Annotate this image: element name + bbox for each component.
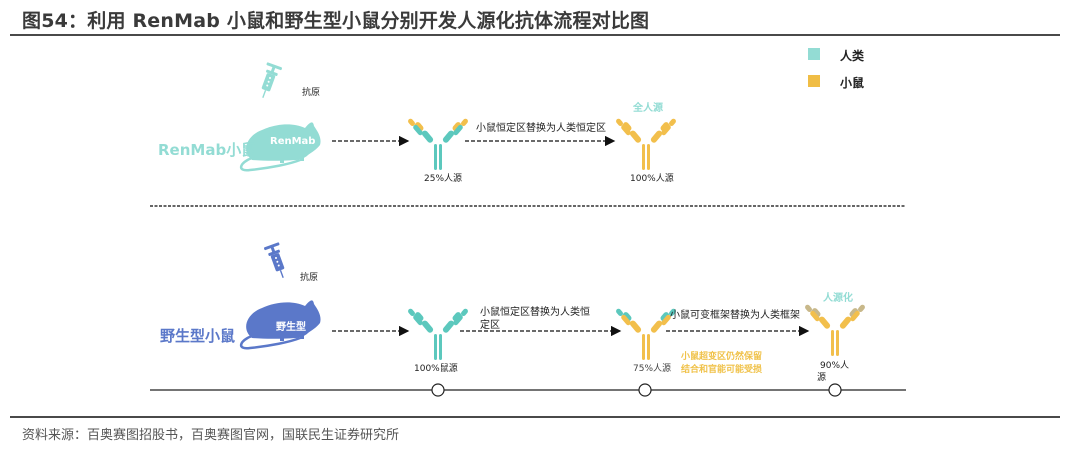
syringe-icon-wildtype <box>263 242 285 278</box>
row-label-wildtype: 野生型小鼠 <box>160 327 236 345</box>
row-label-renmab: RenMab小鼠 <box>158 141 257 159</box>
antibody-label-renmab-25: 25%人源 <box>424 174 463 184</box>
arrow-label-wildtype-2-line2: 定区 <box>480 320 500 331</box>
final-tag-renmab: 全人源 <box>633 103 663 114</box>
figure-title: 图54：利用 RenMab 小鼠和野生型小鼠分别开发人源化抗体流程对比图 <box>22 10 650 32</box>
antibody-icon-renmab-100 <box>616 118 676 170</box>
title-divider <box>10 34 1060 36</box>
arrow-label-wildtype-2-line1: 小鼠恒定区替换为人类恒 <box>480 307 590 318</box>
final-tag-wildtype: 人源化 <box>823 293 853 304</box>
antibody-label-wildtype-100: 100%鼠源 <box>414 364 458 374</box>
mouse-text-wildtype: 野生型 <box>276 322 306 333</box>
arrow-label-wildtype-3: 小鼠可变框架替换为人类框架 <box>670 310 800 321</box>
antibody-label-renmab-100: 100%人源 <box>630 174 674 184</box>
legend-swatch-human <box>808 48 820 60</box>
timeline-node-2 <box>638 383 652 397</box>
legend-label-human: 人类 <box>840 49 865 63</box>
antibody-icon-wildtype-90 <box>805 304 865 356</box>
antibody-icon-wildtype-75 <box>616 308 676 360</box>
mouse-icon-wildtype <box>240 300 321 350</box>
footer-divider <box>10 416 1060 418</box>
warning-line-2: 结合和官能可能受损 <box>681 365 763 375</box>
arrow-label-renmab-2: 小鼠恒定区替换为人类恒定区 <box>476 123 606 134</box>
timeline-node-3 <box>828 383 842 397</box>
legend-swatch-mouse <box>808 75 820 87</box>
syringe-icon-renmab <box>261 62 283 98</box>
antibody-label-wildtype-90-line2: 源 <box>817 373 827 383</box>
mouse-text-renmab: RenMab <box>270 136 316 147</box>
warning-line-1: 小鼠超变区仍然保留 <box>681 352 763 362</box>
source-note: 资料来源：百奥赛图招股书，百奥赛图官网，国联民生证券研究所 <box>22 428 400 443</box>
timeline-node-1 <box>431 383 445 397</box>
antibody-label-wildtype-75: 75%人源 <box>633 364 672 374</box>
antigen-label-renmab: 抗原 <box>302 88 321 98</box>
antibody-icon-renmab-25 <box>408 118 468 170</box>
legend-label-mouse: 小鼠 <box>840 76 865 90</box>
antigen-label-wildtype: 抗原 <box>300 273 319 283</box>
mouse-icon-renmab <box>240 122 321 172</box>
antibody-icon-wildtype-100 <box>408 308 468 360</box>
antibody-label-wildtype-90-line1: 90%人 <box>820 361 850 371</box>
